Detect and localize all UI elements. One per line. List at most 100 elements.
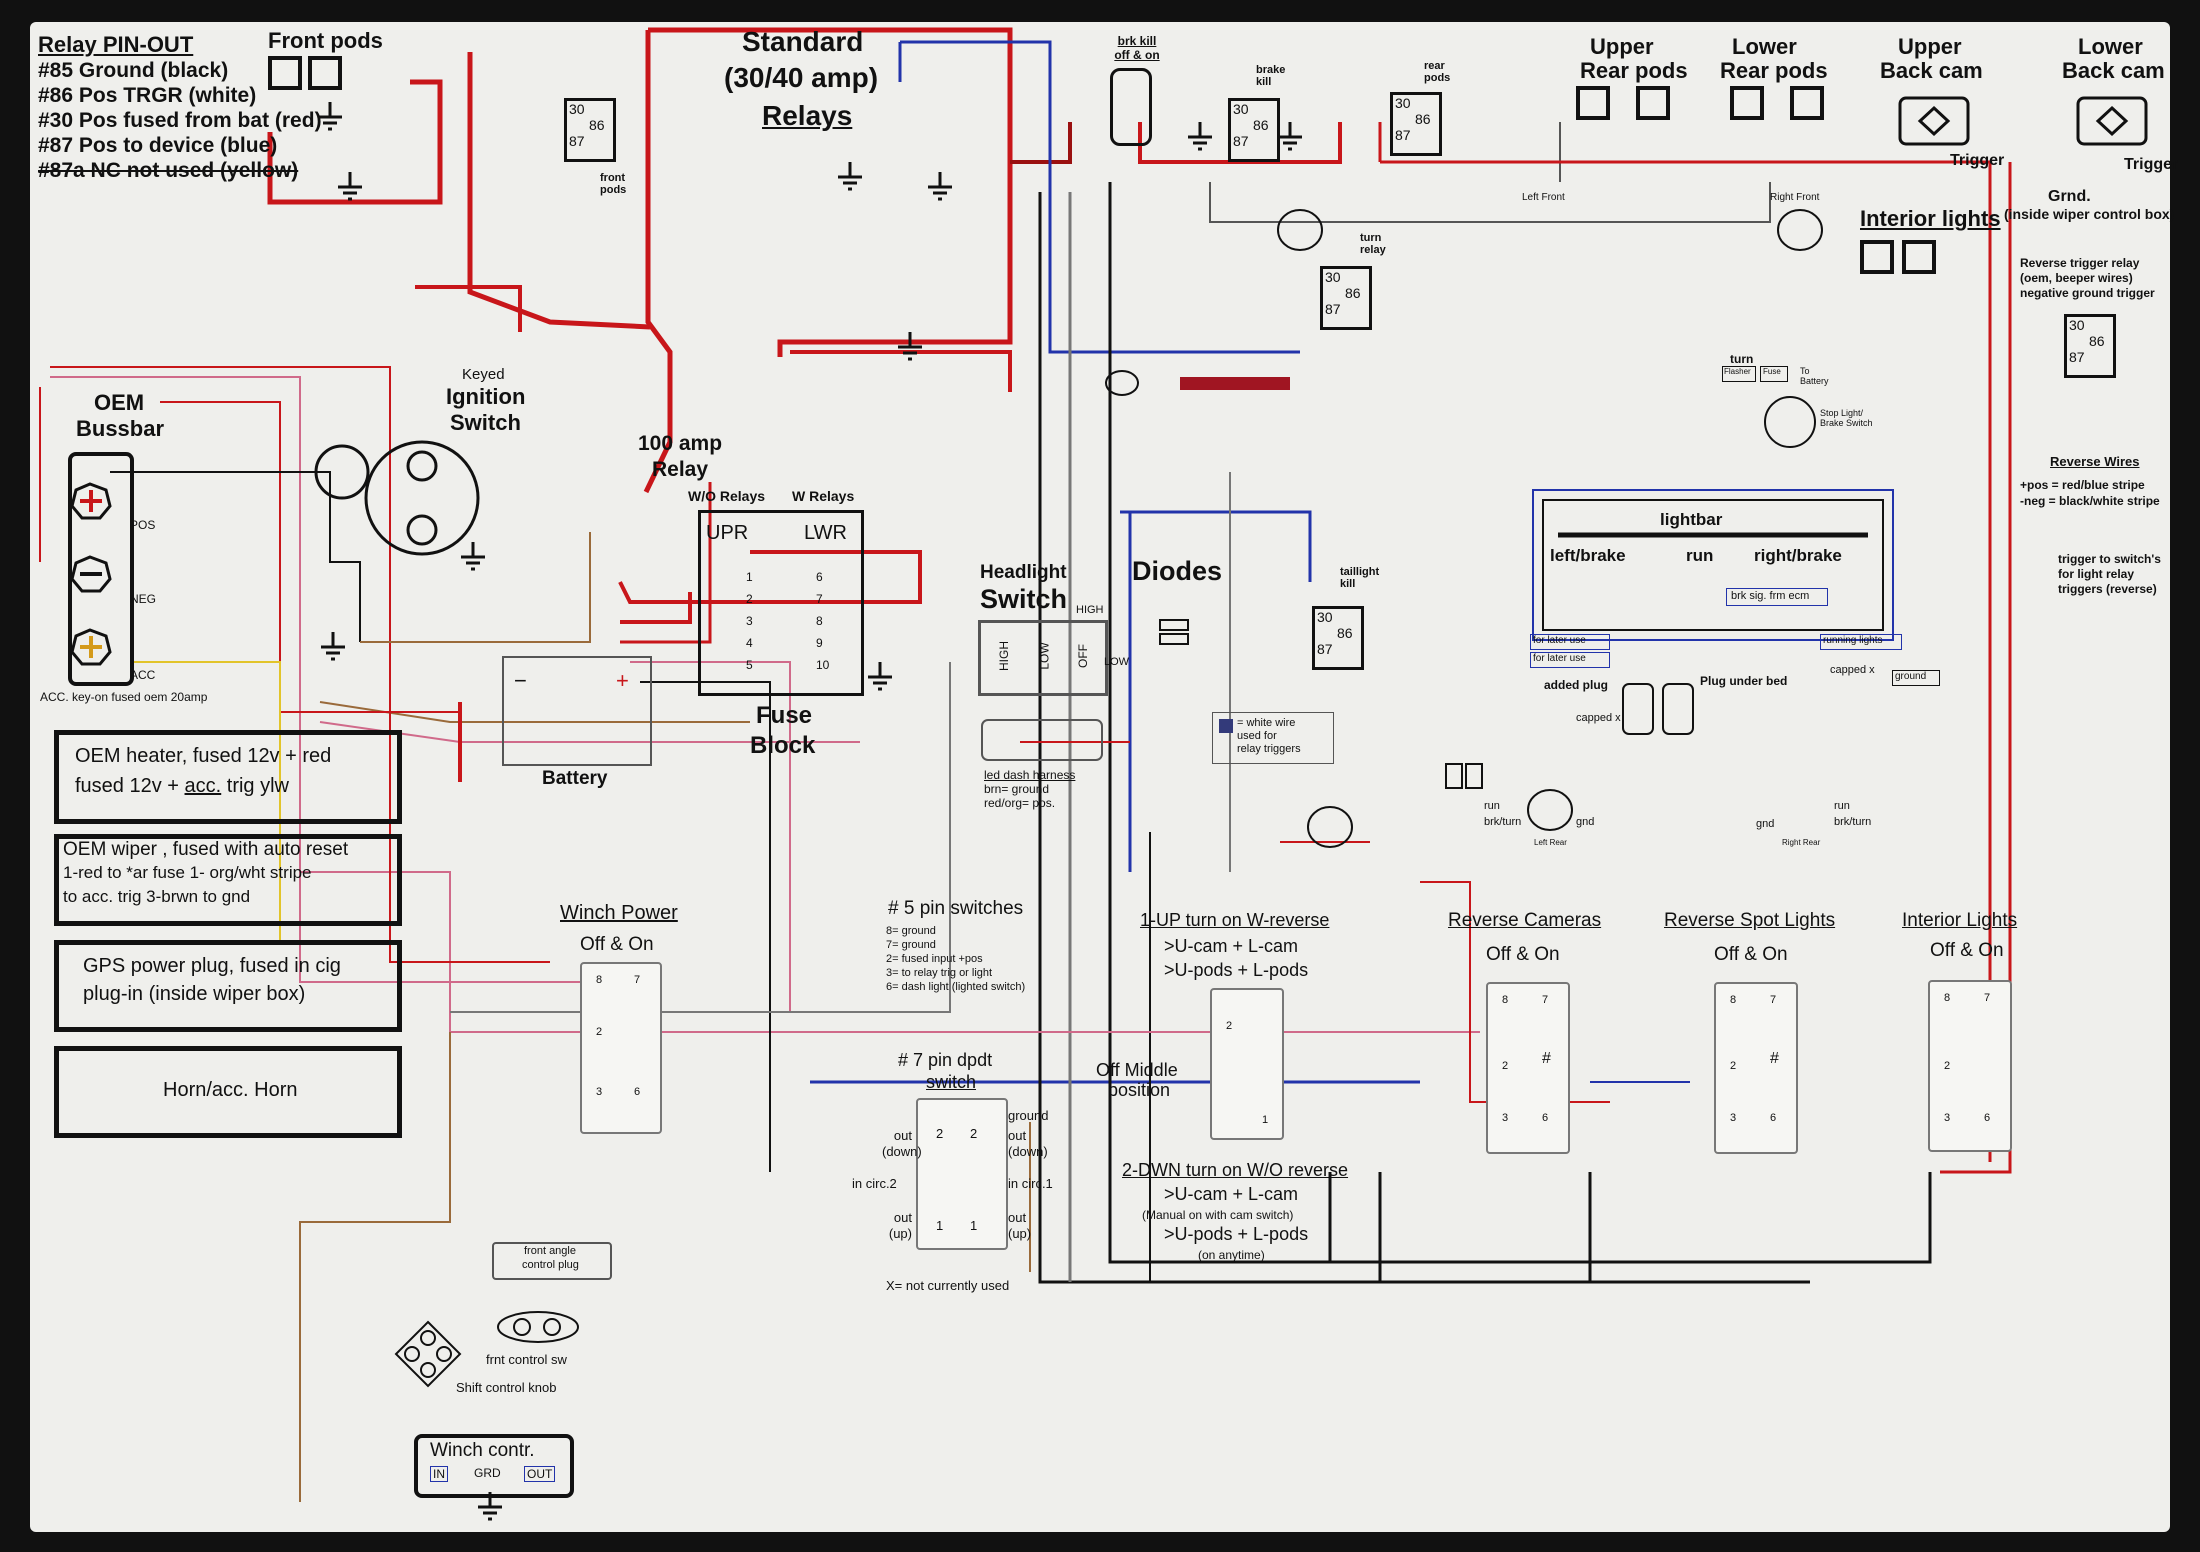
ignition-switch-label: Switch [450, 410, 521, 435]
out-down-left: out(down) [882, 1128, 922, 1160]
headlight-switch-label: Switch [980, 584, 1068, 614]
fuse-number: 5 [746, 658, 753, 672]
controller-port-label: IN [430, 1466, 448, 1482]
pin-label: 30 [2069, 317, 2085, 333]
pin-label: 87 [1317, 641, 1333, 657]
fuse-block [698, 510, 864, 696]
rear-pod-icon [1730, 86, 1764, 120]
off-middle-position-label: position [1108, 1080, 1171, 1100]
horn-box: Horn/acc. Horn [54, 1046, 402, 1138]
dwn-mode-line-1: >U-cam + L-cam [1164, 1184, 1299, 1204]
trigger-label: Trigger [1950, 152, 2005, 169]
pin-label: 86 [1253, 117, 1269, 133]
upper-cam-label: Upper [1898, 34, 1962, 59]
plug-under-bed-label: Plug under bed [1700, 674, 1788, 688]
box-text: OEM heater, fused 12v + red [75, 745, 332, 767]
pin-label: 87 [2069, 349, 2085, 365]
relay-taillight-kill: 30 86 87 [1312, 606, 1364, 670]
brkturn-right-label: brk/turn [1834, 816, 1872, 828]
trigger-label-2: Trigger [2124, 156, 2179, 173]
pin-label: 87 [1325, 301, 1341, 317]
ground-label: ground [1008, 1108, 1049, 1123]
pin-label: 2 [936, 1126, 944, 1141]
fuse-number: 7 [816, 592, 823, 606]
seven-pin-title: # 7 pin dpdt [898, 1050, 993, 1070]
pin-label: # [1542, 1050, 1551, 1067]
note-line: out [1008, 1128, 1027, 1143]
relay-brake-kill-label: brake kill [1256, 64, 1286, 88]
in-circ1-label: in circ.1 [1008, 1176, 1053, 1191]
oem-wiper-box: OEM wiper , fused with auto reset 1-red … [54, 834, 402, 926]
reverse-spot-onoff: Off & On [1714, 944, 1788, 965]
rear-pod-icon [1790, 86, 1824, 120]
note-line: out [893, 1128, 912, 1143]
added-plug-label: added plug [1544, 678, 1608, 692]
pinout-line-struck: #87a NC not used (yellow) [38, 159, 299, 182]
wire-swatch [1219, 719, 1233, 733]
box-text-part: acc. [184, 775, 222, 797]
pin-label: 3 [1730, 1112, 1737, 1124]
controller-port-label: GRD [474, 1466, 501, 1480]
trigger-note: trigger to switch's for light relay trig… [2058, 552, 2161, 597]
pin-label: 6 [1770, 1112, 1777, 1124]
note-line: 6= dash light (lighted switch) [886, 981, 1026, 993]
fuse-number: 6 [816, 570, 823, 584]
pin-label: 7 [1984, 992, 1991, 1004]
pin-label: 30 [1395, 95, 1411, 111]
upper-cam-label-2: Back cam [1880, 58, 1983, 83]
note-line: for light relay [2058, 567, 2135, 581]
box-text: OEM wiper , fused with auto reset [63, 839, 349, 860]
running-lights-box: running lights [1820, 634, 1902, 650]
note-line: used for [1237, 730, 1277, 742]
reverse-spot-switch[interactable]: 8 7 2 # 3 6 [1714, 982, 1798, 1154]
seven-pin-switch-label: switch [926, 1072, 977, 1092]
reverse-wires-label: Reverse Wires [2050, 454, 2140, 469]
note-line: 7= ground [886, 939, 936, 951]
front-angle-plug: front angle control plug [492, 1242, 612, 1280]
note-line: out [1008, 1210, 1027, 1225]
winch-power-switch[interactable]: 8 7 2 3 6 [580, 962, 662, 1134]
interior-lights-label: Interior lights [1860, 206, 2001, 231]
shift-knob-label: Shift control knob [456, 1380, 557, 1395]
box-text-part: fused 12v + [75, 775, 185, 797]
pin-label: 1 [970, 1218, 978, 1233]
white-wire-note: = white wire used for relay triggers [1212, 712, 1334, 764]
seven-pin-switch[interactable]: 2 2 1 1 [916, 1098, 1008, 1250]
out-down-right: out(down) [1008, 1128, 1048, 1160]
part-label: Fuse [1763, 367, 1781, 376]
headlight-switch[interactable]: HIGH LOW OFF [978, 620, 1108, 696]
ground-box: ground [1892, 670, 1940, 686]
relay-100-label-2: Relay [652, 458, 709, 481]
note-lines: = white wire used for relay triggers [1237, 717, 1301, 756]
gnd-right-label: gnd [1756, 818, 1775, 830]
flasher-box: Flasher [1722, 366, 1756, 382]
switch-pos-label: HIGH [997, 641, 1011, 671]
oem-bussbar [68, 452, 134, 686]
brake-kill-switch[interactable] [1110, 68, 1152, 146]
note-line: 3= to relay trig or light [886, 967, 993, 979]
interior-light-icon [1902, 240, 1936, 274]
standard-relays-title: Standard [742, 26, 864, 57]
diagram-screen: Relay PIN-OUT #85 Ground (black) #86 Pos… [30, 22, 2178, 1532]
lower-rear-label: Lower [1732, 34, 1797, 59]
part-label: brk sig. frm ecm [1731, 590, 1810, 602]
five-pin-title: # 5 pin switches [888, 898, 1024, 919]
pinout-title: Relay PIN-OUT [38, 32, 194, 57]
relay-turn: 30 86 87 [1320, 266, 1372, 330]
relay-front-pods-label: front pods [600, 172, 627, 196]
switch-pos-label: OFF [1076, 644, 1090, 668]
relay-100-label: 100 amp [638, 432, 723, 455]
reverse-cameras-switch[interactable]: 8 7 2 # 3 6 [1486, 982, 1570, 1154]
lower-cam-label: Lower [2078, 34, 2143, 59]
three-position-switch[interactable]: 2 1 [1210, 988, 1284, 1140]
pin-label: 86 [589, 117, 605, 133]
brk-kill-label: brk kill off & on [1114, 34, 1160, 62]
pin-label: 30 [1325, 269, 1341, 285]
interior-lights-switch[interactable]: 8 7 2 3 6 [1928, 980, 2012, 1152]
pin-label: 2 [1226, 1020, 1233, 1032]
pinout-line: #86 Pos TRGR (white) [38, 84, 257, 107]
pin-label: 30 [1317, 609, 1333, 625]
neg-label: NEG [130, 592, 157, 606]
note-line: (oem, beeper wires) [2020, 271, 2133, 285]
note-line: (up) [888, 1226, 912, 1241]
